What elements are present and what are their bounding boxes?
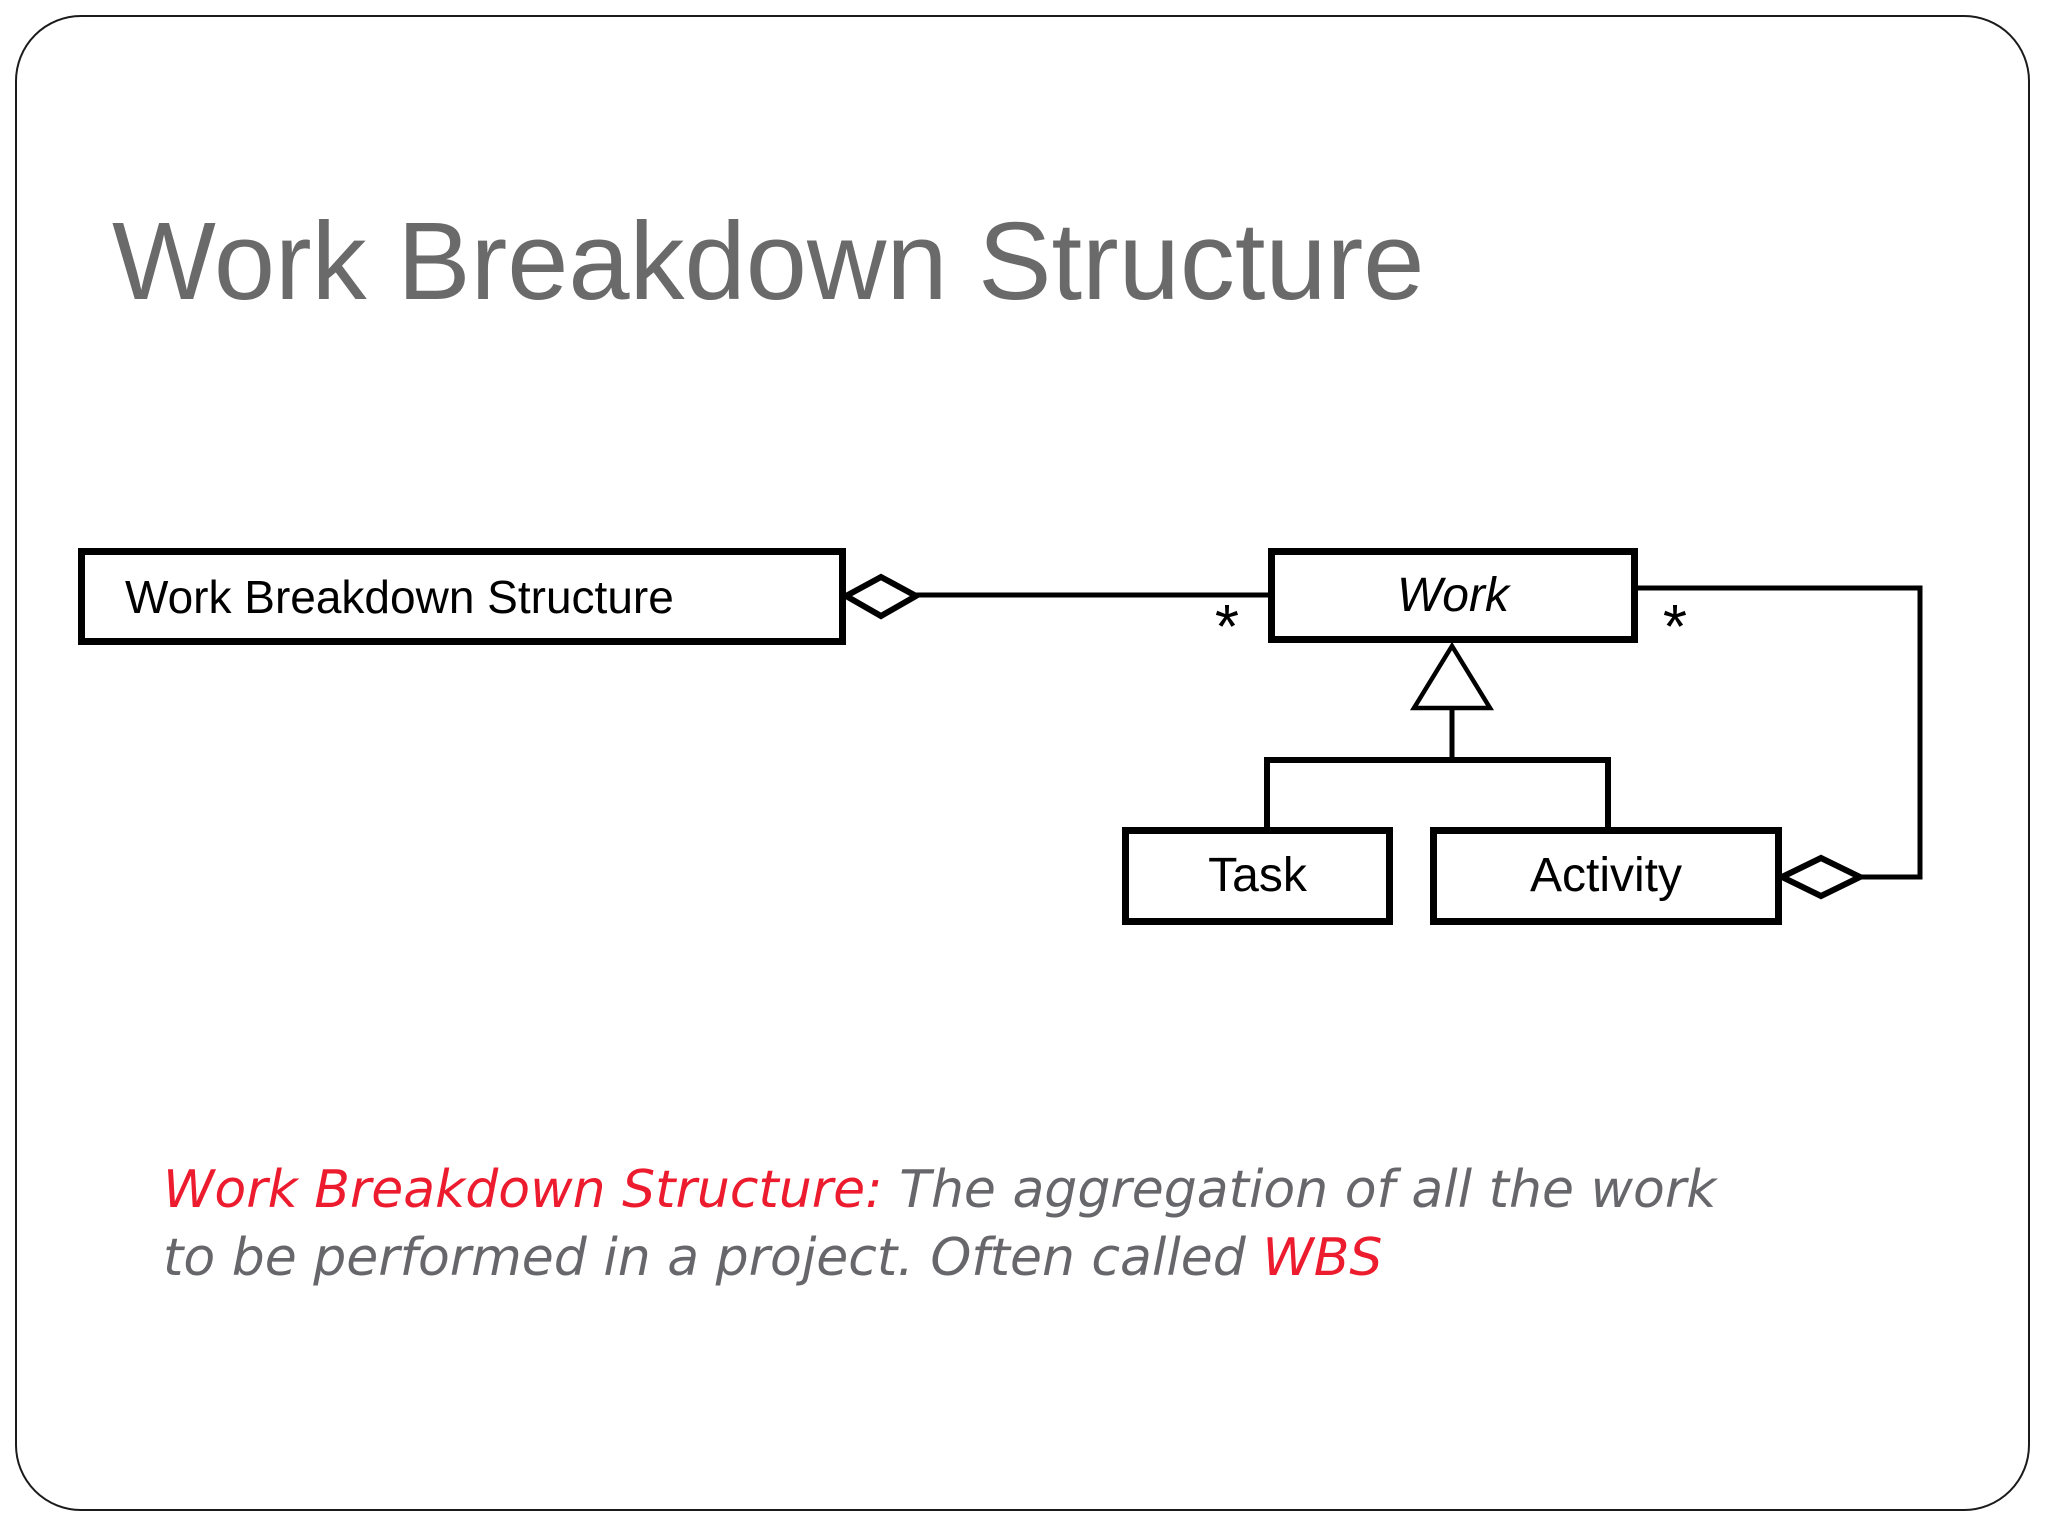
multiplicity-star-right: *: [1663, 593, 1687, 662]
definition-line-2: to be performed in a project. Often call…: [163, 1224, 1943, 1292]
generalization-triangle: [1409, 641, 1495, 711]
work-class-label: Work: [1397, 568, 1509, 622]
definition-abbreviation: WBS: [1262, 1228, 1383, 1288]
definition-term: Work Breakdown Structure:: [163, 1160, 883, 1220]
aggregation-diamond-activity: [1775, 854, 1867, 900]
aggregation-diamond-wbs: [839, 573, 923, 620]
definition-line-1: Work Breakdown Structure: The aggregatio…: [163, 1156, 1943, 1224]
activity-class-box: Activity: [1430, 827, 1782, 925]
wbs-class-label: Work Breakdown Structure: [125, 570, 674, 623]
slide-title: Work Breakdown Structure: [112, 200, 1425, 323]
association-line-work-activity: [1638, 585, 1923, 880]
definition-body-line1: The aggregation of all the work: [882, 1160, 1717, 1220]
task-class-box: Task: [1122, 827, 1393, 925]
multiplicity-star-left: *: [1215, 593, 1239, 662]
definition-body-line2: to be performed in a project. Often call…: [163, 1228, 1263, 1288]
activity-class-label: Activity: [1529, 849, 1682, 902]
definition-text: Work Breakdown Structure: The aggregatio…: [163, 1156, 1943, 1292]
work-class-box: Work: [1268, 548, 1638, 643]
wbs-class-box: Work Breakdown Structure: [78, 548, 846, 645]
slide-rounded-border: [15, 15, 2030, 1511]
task-class-label: Task: [1208, 849, 1307, 902]
generalization-branch-lines: [1264, 757, 1611, 829]
